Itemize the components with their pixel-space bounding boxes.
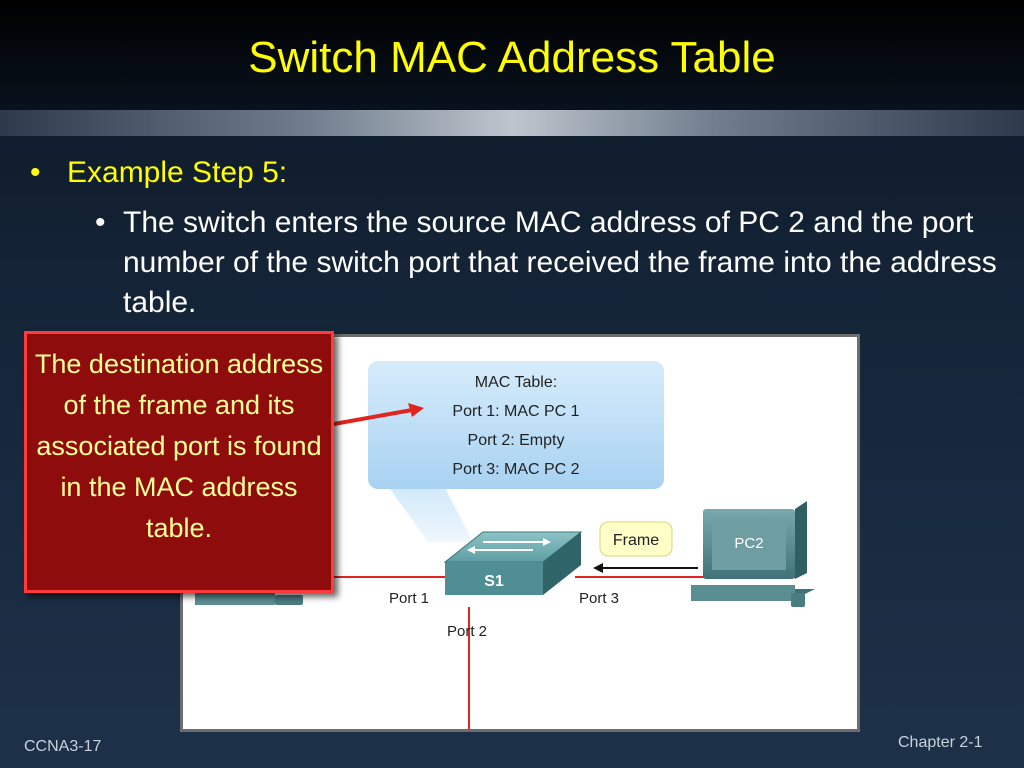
pc2-icon [691,501,815,607]
callout-arrow [333,403,424,426]
switch-s1-icon [443,531,583,595]
pc1-icon [195,591,303,605]
title-bar [0,0,1024,110]
mac-table-row: Port 3: MAC PC 2 [452,461,579,478]
frame-arrowhead [593,563,603,573]
bullet-1-text: Example Step 5: [67,156,288,189]
mac-table-heading: MAC Table: [475,374,557,391]
frame-label: Frame [613,532,659,549]
callout-box: The destination address of the frame and… [24,331,334,593]
port2-label: Port 2 [447,623,487,640]
port3-label: Port 3 [579,590,619,607]
pc2-label: PC2 [734,535,763,552]
bullet-2-text: The switch enters the source MAC address… [123,206,997,319]
footer-chapter-label: Chapter 2-1 [898,734,983,751]
diagram-canvas: MAC Table: Port 1: MAC PC 1 Port 2: Empt… [183,361,815,729]
mac-table-row: Port 1: MAC PC 1 [452,403,579,420]
port1-label: Port 1 [389,590,429,607]
bullet-dot: • [95,206,106,239]
title-divider-band [0,110,1024,136]
mac-table-bubble [368,361,664,489]
mac-table-row: Port 2: Empty [468,432,565,449]
bullet-dot: • [30,156,41,189]
footer-course-label: CCNA3-17 [24,738,102,755]
frame-box [599,521,673,557]
switch-s1-label: S1 [484,573,504,590]
slide-title: Switch MAC Address Table [248,33,776,82]
